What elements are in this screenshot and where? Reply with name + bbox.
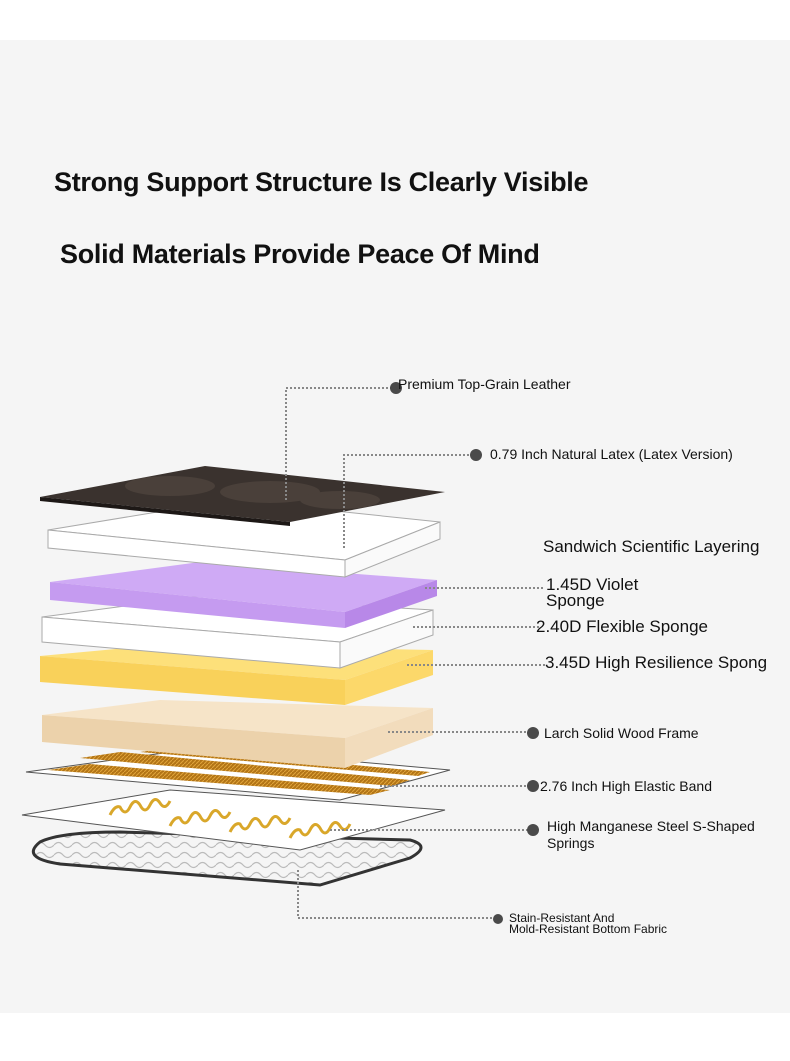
headline-line1: Strong Support Structure Is Clearly Visi… bbox=[54, 167, 589, 197]
label-bottom-fabric-line2: Mold-Resistant Bottom Fabric bbox=[509, 922, 668, 936]
label-wood-frame: Larch Solid Wood Frame bbox=[544, 725, 699, 741]
label-springs-line1: High Manganese Steel S-Shaped bbox=[547, 818, 755, 834]
label-leather: Premium Top-Grain Leather bbox=[398, 376, 571, 392]
label-bottom-fabric-line1: Stain-Resistant And bbox=[509, 911, 615, 925]
label-elastic-band: 2.76 Inch High Elastic Band bbox=[540, 778, 712, 794]
elastic-band-layer bbox=[25, 747, 451, 801]
label-springs-line2: Springs bbox=[547, 835, 595, 851]
label-violet-sponge-line1: 1.45D Violet bbox=[546, 575, 639, 594]
leader-dots bbox=[390, 382, 539, 924]
label-flexible-sponge: 2.40D Flexible Sponge bbox=[536, 617, 709, 636]
label-latex: 0.79 Inch Natural Latex (Latex Version) bbox=[490, 446, 733, 462]
section-title: Sandwich Scientific Layering bbox=[543, 537, 760, 556]
wood-frame-layer bbox=[42, 700, 433, 768]
headline-line2: Solid Materials Provide Peace Of Mind bbox=[60, 239, 540, 269]
spring-layer bbox=[21, 789, 446, 851]
leader-lines bbox=[285, 387, 545, 919]
label-violet-sponge-line2: Sponge bbox=[546, 591, 605, 610]
label-high-resilience-sponge: 3.45D High Resilience Spong bbox=[545, 653, 768, 672]
bottom-fabric-layer bbox=[31, 830, 423, 887]
